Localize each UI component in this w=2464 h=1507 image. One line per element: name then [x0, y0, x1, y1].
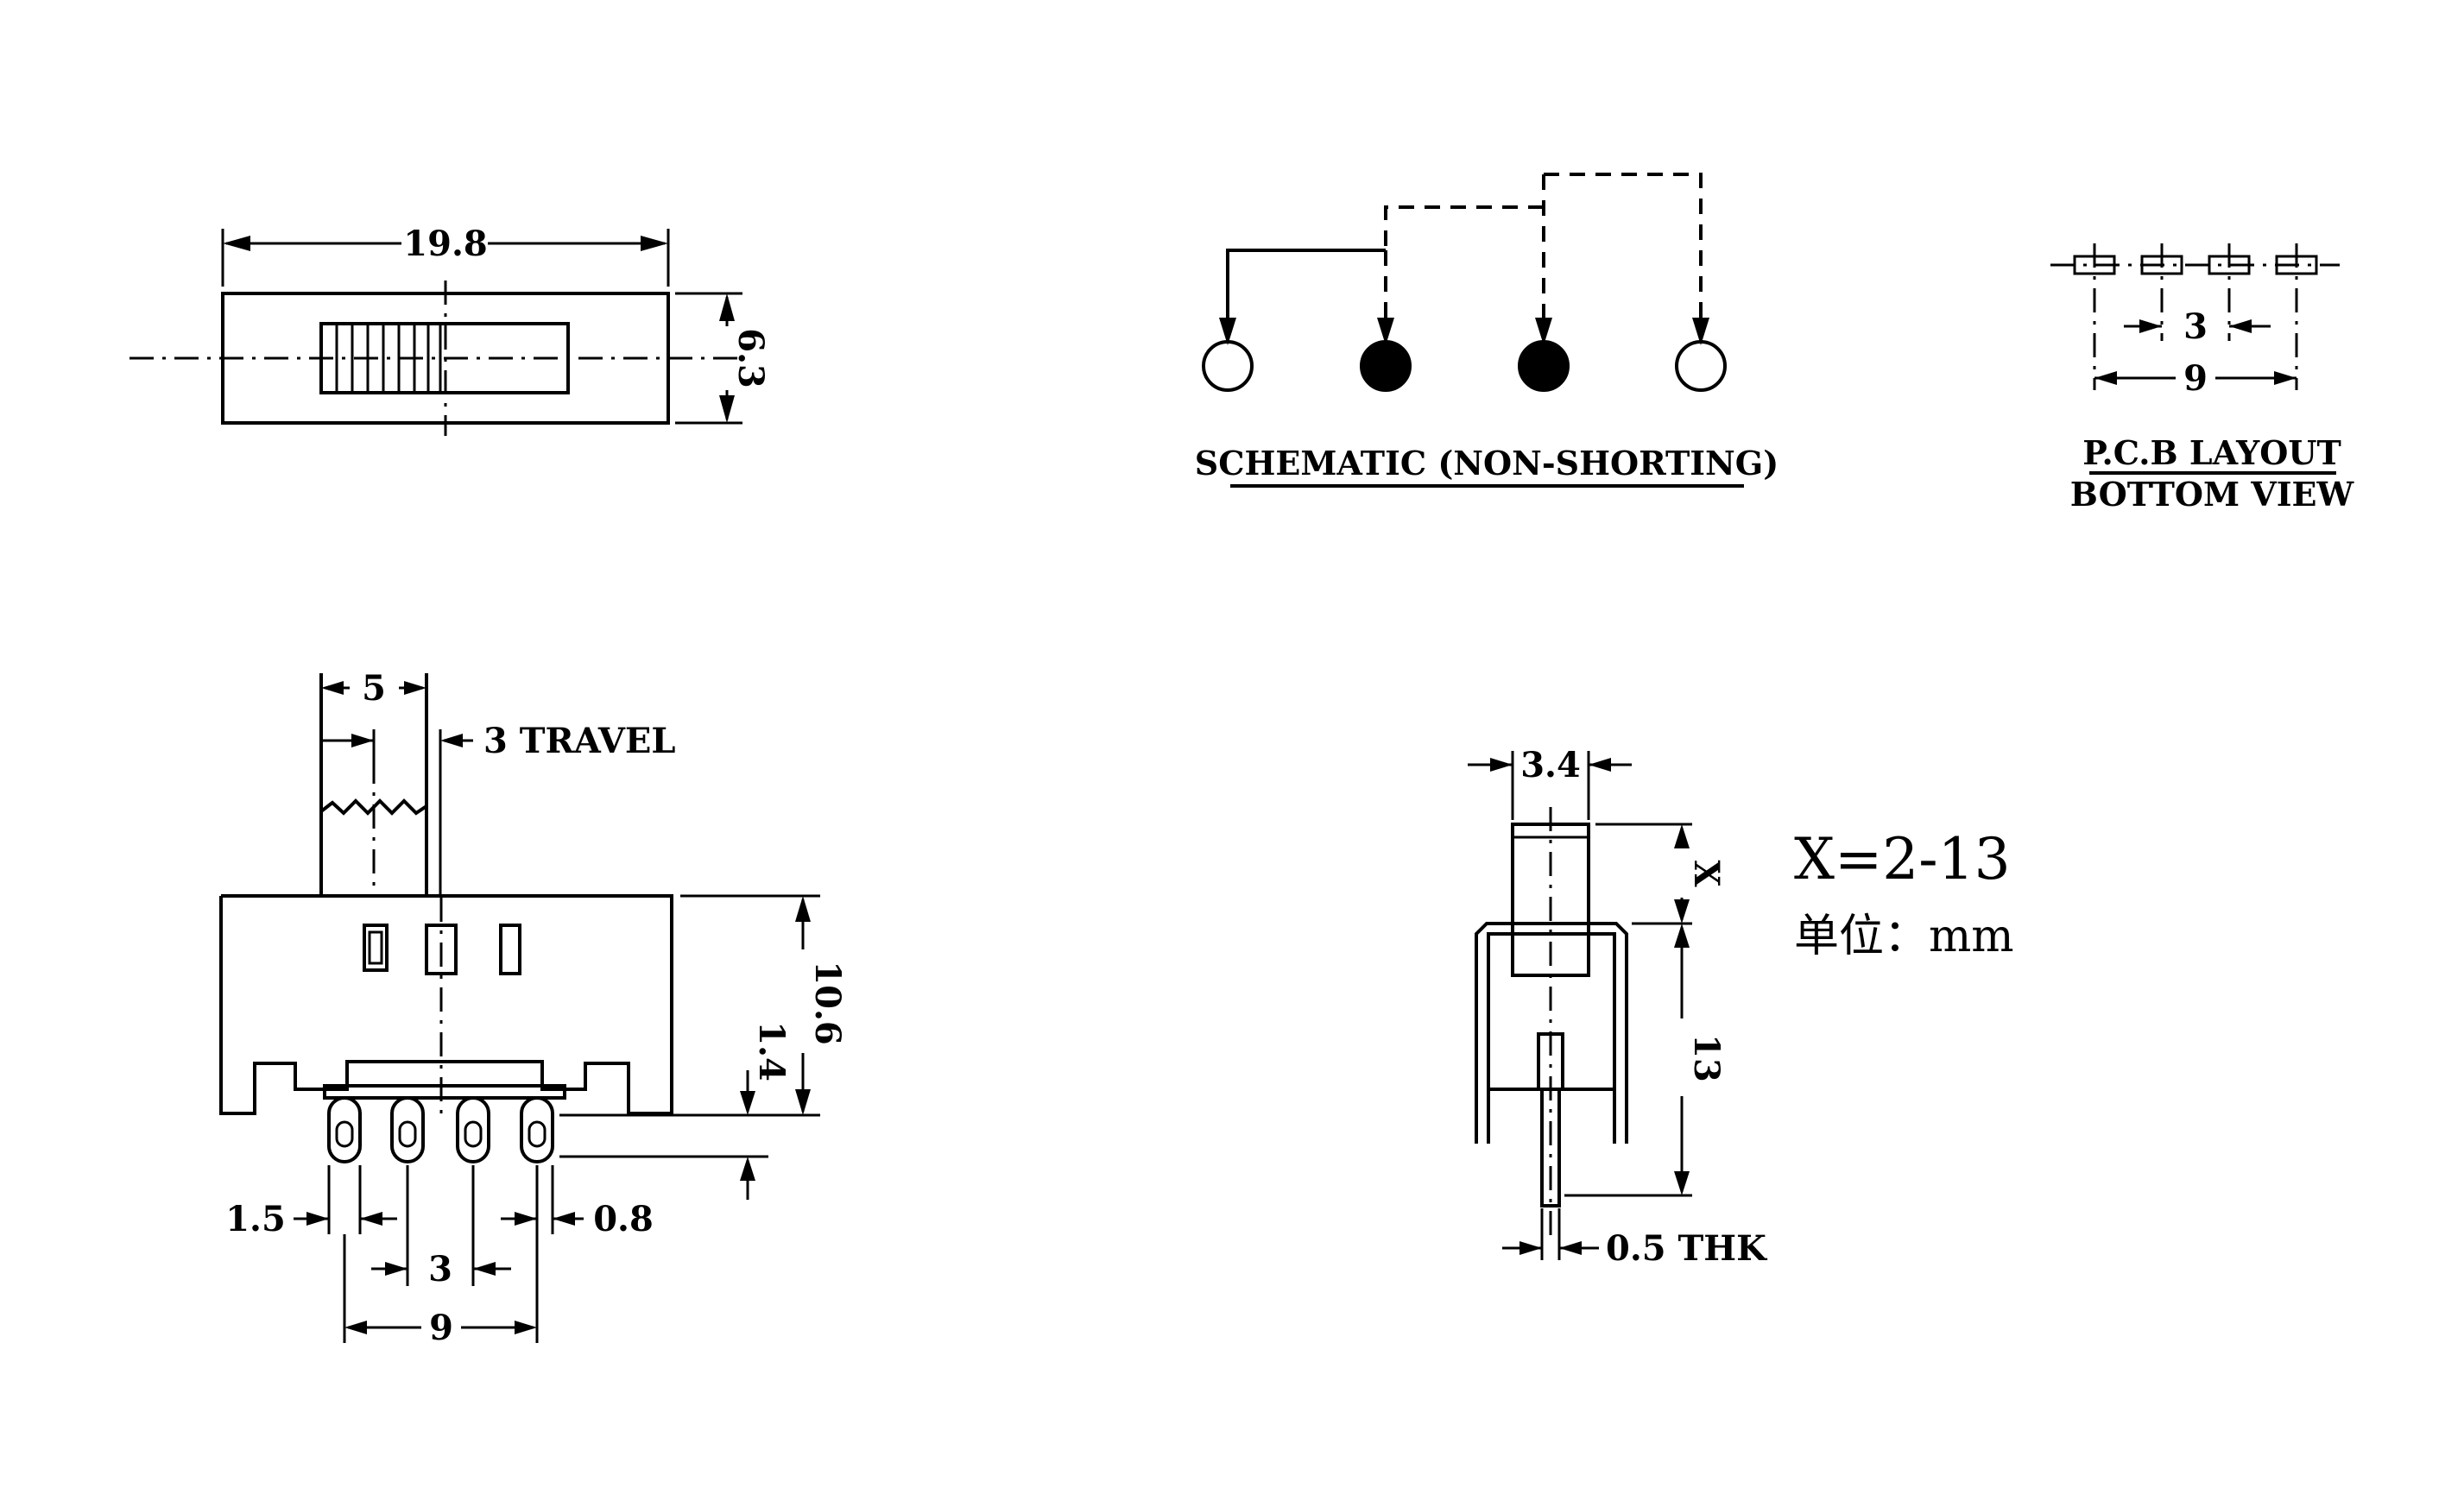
schematic-terminal-1 [1202, 340, 1254, 392]
front-travel-label: 3 TRAVEL [483, 721, 676, 761]
schematic-solid-link [1226, 249, 1386, 335]
schematic-terminal-2 [1360, 340, 1412, 392]
front-view-pins [327, 1096, 554, 1163]
side-actuator-height-label: X [1686, 860, 1727, 886]
pcb-title-line2: BOTTOM VIEW [2070, 475, 2355, 514]
note-unit: 单位：mm [1794, 911, 2014, 962]
schematic: SCHEMATIC (NON-SHORTING) [1195, 173, 1779, 488]
side-thickness-label: 0.5 THK [1606, 1228, 1767, 1269]
front-actuator-width-label: 5 [362, 668, 386, 709]
front-body-height-label: 10.6 [807, 961, 848, 1044]
front-window-1 [363, 924, 389, 972]
schematic-terminal-4 [1675, 340, 1727, 392]
side-view-terminal [1540, 1088, 1561, 1207]
front-view-body [219, 894, 673, 1115]
pcb-layout: 3 9 P.C.B LAYOUT BOTTOM VIEW [2050, 243, 2355, 514]
front-pin-offset-label: 1.5 [225, 1199, 286, 1239]
front-view-base-plate [323, 1084, 566, 1100]
schematic-terminal-3 [1518, 340, 1570, 392]
side-view-frame [1475, 922, 1628, 1144]
side-view: 3.4 X 13 0.5 THK [1468, 745, 1767, 1269]
front-window-3 [499, 924, 521, 975]
note-x-range: X=2-13 [1794, 826, 2011, 892]
front-window-2 [425, 924, 458, 975]
top-view: 19.8 6.3 [130, 224, 771, 436]
front-pin-width-label: 0.8 [593, 1199, 654, 1239]
pcb-span-label: 9 [2183, 358, 2208, 399]
front-pin-span-label: 9 [429, 1308, 453, 1348]
side-actuator-width-label: 3.4 [1520, 745, 1581, 785]
top-view-width-label: 19.8 [403, 224, 487, 264]
schematic-title: SCHEMATIC (NON-SHORTING) [1195, 444, 1779, 482]
front-view: 5 3 TRAVEL [219, 668, 848, 1348]
front-standoff-label: 1.4 [751, 1021, 792, 1081]
pcb-title-line1: P.C.B LAYOUT [2082, 433, 2341, 472]
pcb-pitch-label: 3 [2183, 306, 2208, 347]
front-pin-pitch-label: 3 [428, 1249, 452, 1289]
side-body-height-label: 13 [1686, 1034, 1727, 1082]
top-view-height-label: 6.3 [730, 328, 771, 388]
notes: X=2-13 单位：mm [1794, 826, 2014, 962]
